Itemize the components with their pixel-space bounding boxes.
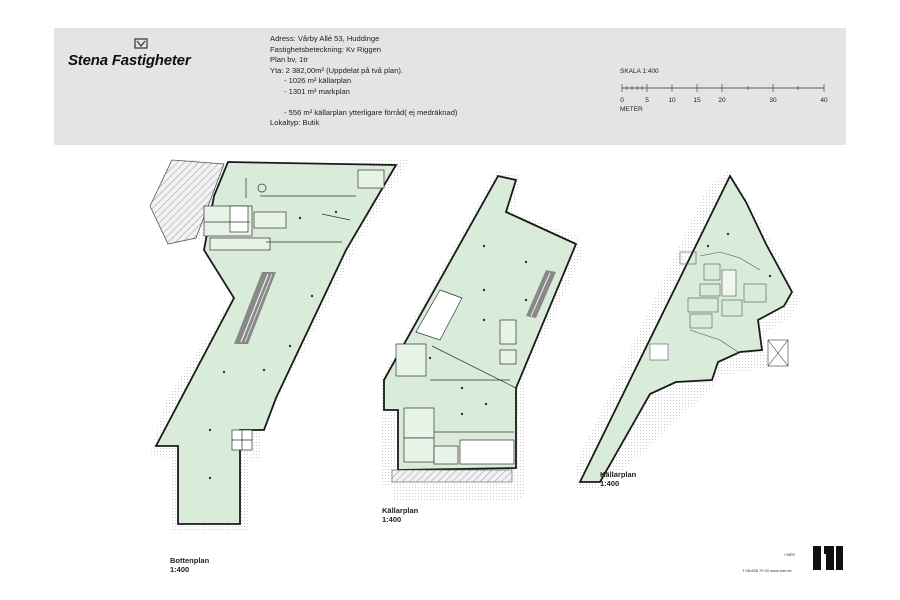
- label-kallarplan1-scale: 1:400: [382, 515, 402, 524]
- bottenplan-floor: [154, 161, 398, 525]
- scale-tick-10: 10: [668, 97, 676, 104]
- info-area: Yta: 2 382,00m² (Uppdelat på två plan).: [270, 65, 403, 75]
- scale-tick-5: 5: [645, 97, 649, 104]
- info-area-basement: - 1026 m² källarplan: [284, 76, 352, 86]
- info-floor: Plan bv, 1tr: [270, 55, 308, 65]
- kallarplan1-escalator: [526, 270, 556, 318]
- label-bottenplan-name: Bottenplan: [170, 556, 210, 565]
- scale-title: SKALA 1:400: [620, 68, 659, 75]
- scale-tick-30: 30: [769, 97, 777, 104]
- kallarplan1-storage-strip: [391, 469, 513, 483]
- kallarplan1-floor: [383, 174, 578, 471]
- agent-short: / MER: [784, 552, 796, 557]
- info-premises-type: Lokaltyp: Butik: [270, 118, 320, 128]
- info-property-designation: Fastighetsbeteckning: Kv Riggen: [270, 44, 382, 54]
- info-address: Adress: Vårby Allé 53, Huddinge: [270, 34, 380, 43]
- label-kallarplan2-name: Källarplan: [600, 470, 637, 479]
- kallarplan2-rooms: [649, 251, 767, 361]
- brand-name: Stena Fastigheter: [68, 52, 191, 69]
- scale-tick-15: 15: [693, 97, 701, 104]
- label-bottenplan: Bottenplan 1:400: [170, 556, 209, 574]
- kallarplan2-stair: [767, 339, 789, 367]
- plan-kallarplan-2: [576, 170, 800, 490]
- label-kallarplan-2: Källarplan 1:400: [600, 470, 636, 488]
- kallarplan2-columns: [706, 232, 772, 278]
- label-bottenplan-scale: 1:400: [170, 565, 190, 574]
- brand-logo: Stena Fastigheter: [68, 38, 218, 78]
- header-panel: Stena Fastigheter Adress: Vårby Allé 53,…: [54, 28, 846, 145]
- crest-icon: [134, 38, 148, 49]
- label-kallarplan1-name: Källarplan: [382, 506, 419, 515]
- agent-contact: T 08-658 79 00 www.mer.se: [742, 568, 792, 573]
- property-info: Adress: Vårby Allé 53, Huddinge Fastighe…: [270, 34, 457, 129]
- bottenplan-escalator: [234, 272, 276, 344]
- scale-tick-40: 40: [820, 97, 828, 104]
- label-kallarplan-1: Källarplan 1:400: [382, 506, 418, 524]
- plan-kallarplan-1: [380, 170, 582, 502]
- scale-unit: METER: [620, 106, 643, 113]
- kallarplan1-columns: [428, 244, 528, 416]
- kallarplan1-rooms: [395, 289, 517, 465]
- plan-bottenplan: [149, 158, 410, 532]
- info-area-ground: - 1301 m² markplan: [284, 86, 350, 96]
- scale-tick-0: 0: [620, 97, 624, 104]
- scale-tick-20: 20: [718, 97, 726, 104]
- bottenplan-stair-core: [231, 429, 253, 451]
- bottenplan-loading-area: [149, 159, 225, 245]
- label-kallarplan2-scale: 1:400: [600, 479, 620, 488]
- scale-bar: 0 5 10 15 20 30 40: [620, 84, 828, 104]
- agent-logo-icon: [813, 546, 843, 570]
- info-area-storage: - 556 m² källarplan ytterligare förråd( …: [284, 107, 458, 117]
- bottenplan-columns: [208, 210, 338, 480]
- kallarplan2-floor: [578, 174, 794, 483]
- bottenplan-service-rooms: [203, 169, 385, 251]
